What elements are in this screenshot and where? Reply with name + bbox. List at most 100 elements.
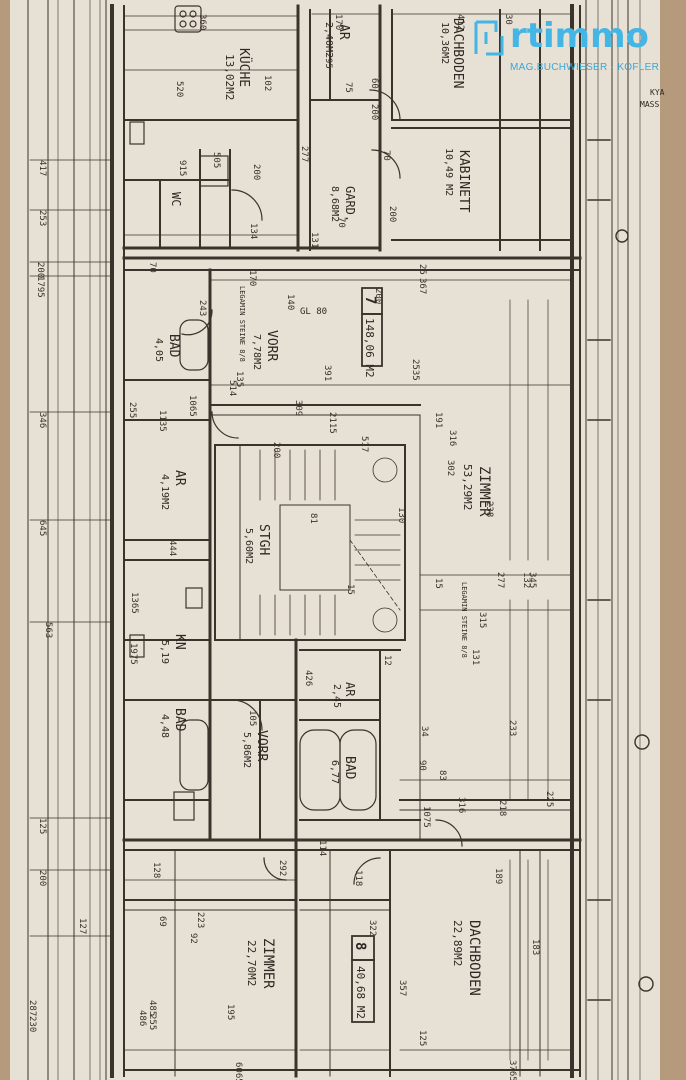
brand-logo: rtimmo MAG.BUCHWIESER · KOFLER — [474, 16, 674, 76]
dimension-label: 1075 — [421, 806, 431, 828]
room-area: 4,19M2 — [159, 474, 170, 510]
dimension-label: 132 — [521, 572, 531, 588]
dimension-label: 183 — [530, 939, 540, 955]
room-area: 22,70M2 — [245, 940, 258, 986]
unit-area: 40,68 M2 — [354, 966, 367, 1019]
dimension-label: 563 — [43, 622, 53, 638]
dimension-label: 444 — [167, 540, 177, 556]
dimension-label: 102 — [262, 75, 272, 91]
dimension-label: 1795 — [35, 276, 45, 298]
dimension-label: 505 — [211, 152, 221, 168]
dimension-label: 277 — [495, 572, 505, 588]
fixtures — [129, 5, 377, 821]
dimension-label: 1065 — [187, 395, 197, 417]
room-area: 53,29M2 — [461, 464, 474, 510]
dimension-label: 200 — [251, 164, 261, 180]
dimension-label: 128 — [151, 862, 161, 878]
dimension-label: 915 — [177, 160, 187, 176]
dimension-label: 75 — [343, 82, 353, 93]
room-name: BAD — [172, 708, 187, 732]
dimension-label: 316 — [447, 430, 457, 446]
dimension-label: 70 — [147, 262, 157, 273]
dimension-label: 92 — [188, 933, 198, 944]
dimension-label: 200 — [271, 442, 281, 458]
dimension-label: 345 — [527, 572, 537, 588]
dimension-label: 485 — [147, 1000, 157, 1016]
top-partitions — [123, 9, 573, 251]
dimension-label: 315 — [477, 612, 487, 628]
note-fireplace: LEGAMIN STEINE 8/8 — [460, 582, 468, 658]
room-name: DACHBODEN — [450, 18, 465, 88]
dimension-label: 200 — [387, 206, 397, 222]
unit-number: 7 — [362, 296, 378, 304]
dimension-label: 255 — [127, 402, 137, 418]
dimension-label: 90 — [417, 760, 427, 771]
room-name: AR — [336, 24, 351, 40]
dimension-label: 83 — [437, 770, 447, 781]
unit-number: 8 — [352, 942, 368, 950]
dimension-label: 309 — [293, 400, 303, 416]
dimension-label: 60 — [369, 78, 379, 89]
dimension-label: 412 — [455, 14, 465, 30]
dimension-label: 316 — [456, 797, 466, 813]
dimension-label: 81 — [308, 513, 318, 524]
room-name: VORR — [264, 330, 279, 361]
dimension-label: 1365 — [129, 592, 139, 614]
dimension-label: 218 — [497, 800, 507, 816]
dimension-label: 25 — [417, 264, 427, 275]
dimension-label: 70 — [336, 217, 346, 228]
dimension-label: 357 — [397, 980, 407, 996]
dimension-lines — [29, 13, 573, 1051]
dimension-label: 130 — [396, 507, 406, 523]
dimension-label: 223 — [195, 912, 205, 928]
dimension-label: 200 — [35, 262, 45, 278]
middle-partitions — [123, 379, 573, 841]
dimension-label: 520 — [174, 81, 184, 97]
right-dims — [509, 299, 549, 1061]
room-name: ZIMMER — [476, 466, 492, 517]
dimension-label: 200 — [37, 870, 47, 886]
room-name: AR — [343, 682, 357, 697]
unit-area: 148,06 M2 — [363, 318, 376, 378]
dimension-label: 2535 — [410, 359, 420, 381]
dimension-label: 1975 — [128, 643, 138, 665]
dimension-label: 225 — [544, 791, 554, 807]
room-name: BAD — [342, 756, 357, 780]
brand-tagline: MAG.BUCHWIESER · KOFLER — [510, 62, 660, 73]
dimension-label: 346 — [37, 412, 47, 428]
room-area: 7,78M2 — [251, 334, 262, 370]
room-name: ZIMMER — [260, 938, 276, 989]
staircase — [259, 449, 401, 636]
dimension-label: 6065 — [233, 1062, 243, 1080]
dimension-label: 191 — [433, 412, 443, 428]
note-kya: KYA — [650, 88, 665, 97]
room-area: 4,48 — [159, 714, 170, 738]
room-name: KÜCHE — [236, 48, 253, 87]
note-gl: GL 80 — [300, 307, 327, 317]
room-area: 5,86M2 — [241, 732, 252, 768]
dimension-label: 12 — [382, 655, 392, 666]
dimension-label: 127 — [77, 918, 87, 934]
dimension-label: 69 — [157, 916, 167, 927]
brand-name: rtimmo — [510, 16, 649, 56]
dimension-label: 135 — [234, 371, 244, 387]
dimension-label: 391 — [322, 365, 332, 381]
dimension-label: 15 — [433, 578, 443, 589]
room-area: 13,02M2 — [223, 54, 236, 100]
dimension-label: 645 — [37, 520, 47, 536]
dimension-label: 1135 — [157, 410, 167, 432]
dimension-label: 243 — [197, 300, 207, 316]
dimension-label: 322 — [367, 920, 377, 936]
dimension-label: 517 — [359, 436, 369, 452]
dimension-label: 200 — [369, 104, 379, 120]
dimension-label: 426 — [303, 670, 313, 686]
dimension-label: 367 — [417, 278, 427, 294]
dimension-label: 95 — [323, 58, 333, 69]
room-area: 10,49 M2 — [443, 148, 454, 196]
room-area: 6,77 — [329, 760, 340, 784]
dimension-label: 15 — [345, 584, 355, 595]
room-name: GARD. — [343, 186, 357, 222]
